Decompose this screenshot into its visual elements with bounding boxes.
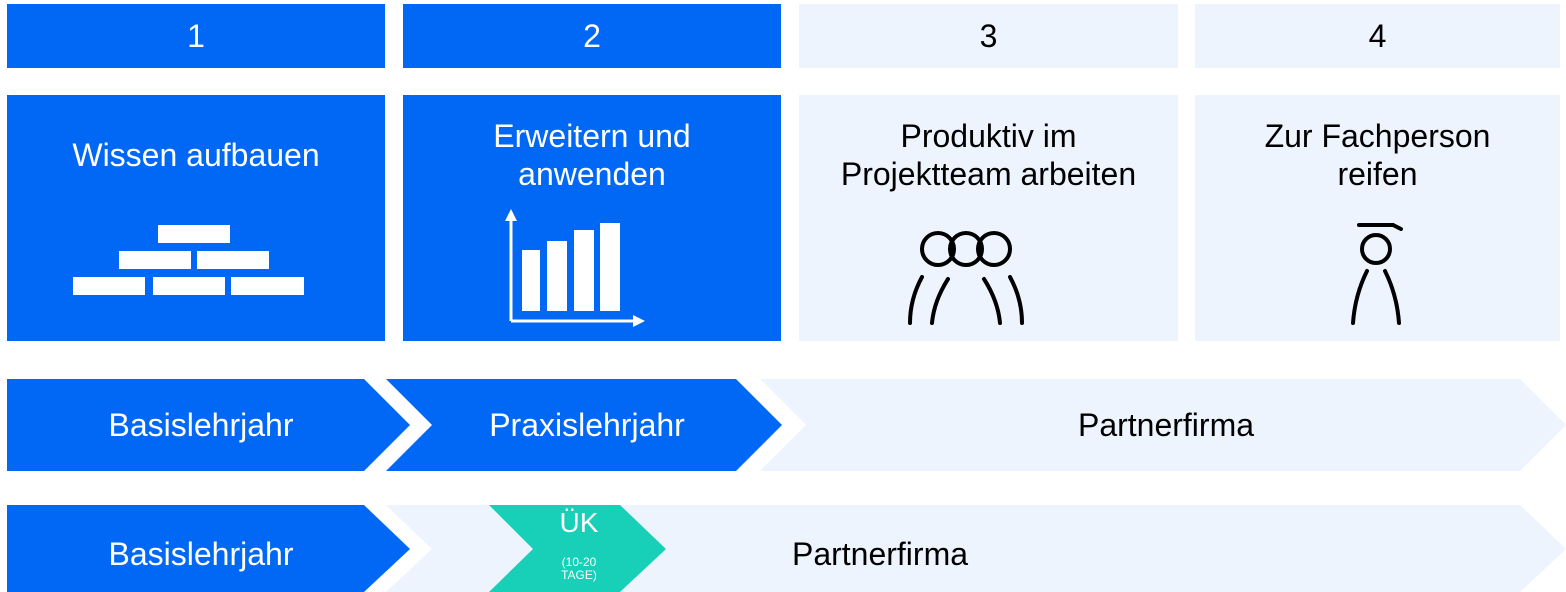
row1-practice-label: Praxislehrjahr — [489, 407, 685, 443]
step-2-card: Erweitern und anwenden — [403, 95, 781, 341]
uek-badge-sub-2: TAGE) — [561, 568, 597, 582]
timeline-row-1: Basislehrjahr Praxislehrjahr Partnerfirm… — [0, 379, 1566, 471]
row2-basic-label: Basislehrjahr — [108, 536, 294, 572]
basic-chevron-shape — [7, 379, 410, 471]
step-3-number: 3 — [799, 4, 1178, 68]
bar-chart-icon — [505, 209, 645, 327]
step-2-title: Erweitern und anwenden — [493, 118, 691, 192]
partner-chevron-shape — [760, 379, 1566, 471]
row1-partner-label: Partnerfirma — [1077, 407, 1255, 443]
step-1-number: 1 — [7, 4, 385, 68]
basic-chevron-shape-2 — [7, 505, 410, 592]
partner-chevron-shape-2 — [386, 505, 1566, 592]
graduate-icon — [1351, 223, 1403, 325]
step-3-card: Produktiv im Projektteam arbeiten — [799, 95, 1178, 341]
step-1-card: Wissen aufbauen — [7, 95, 385, 341]
timeline-row-2: Basislehrjahr ÜK (10-20 TAGE) Partnerfir… — [0, 505, 1566, 592]
step-4-card: Zur Fachperson reifen — [1195, 95, 1560, 341]
team-icon — [908, 231, 1024, 325]
step-2-number: 2 — [403, 4, 781, 68]
row2-partner-label: Partnerfirma — [791, 536, 969, 572]
step-4-number: 4 — [1195, 4, 1560, 68]
practice-chevron-shape — [386, 379, 782, 471]
uek-badge-title: ÜK — [559, 507, 599, 538]
step-4-title: Zur Fachperson reifen — [1264, 118, 1491, 192]
row1-basic-label: Basislehrjahr — [108, 407, 294, 443]
step-1-title: Wissen aufbauen — [72, 137, 320, 173]
bricks-icon — [73, 225, 304, 295]
uek-badge-sub-1: (10-20 — [561, 555, 597, 569]
uek-chevron-shape — [489, 505, 666, 592]
step-3-title: Produktiv im Projektteam arbeiten — [840, 118, 1137, 192]
